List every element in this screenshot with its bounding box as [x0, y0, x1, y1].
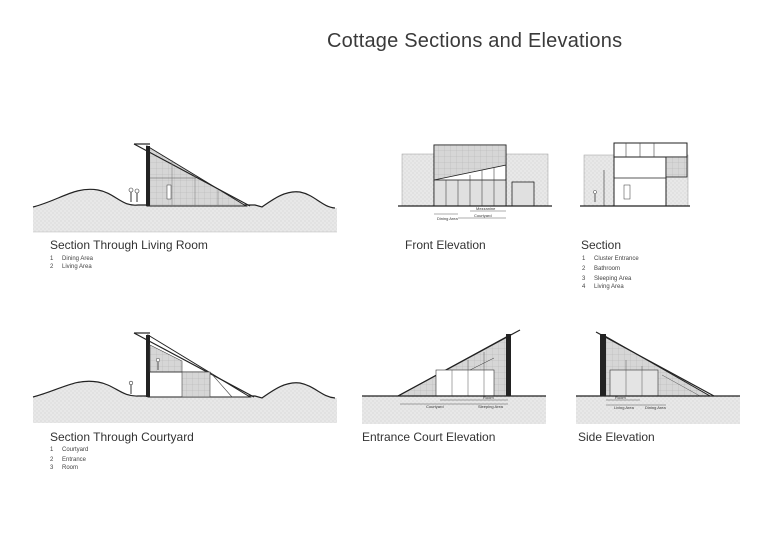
entrance-dim-sleeping: Sleeping Area [478, 404, 504, 409]
sheet-title: Cottage Sections and Elevations [327, 30, 623, 52]
living-room-section-title: Section Through Living Room [50, 238, 208, 252]
section-title: Section [581, 238, 622, 252]
side-dim-living: Living Area [614, 405, 635, 410]
side-elevation-drawing: Room Living Area Dining Area [576, 331, 740, 424]
front-elevation-drawing: Mezzanine Courtyard Dining Area [398, 144, 552, 221]
courtyard-section-title: Section Through Courtyard [50, 430, 194, 444]
entrance-court-elevation-title: Entrance Court Elevation [362, 430, 496, 444]
entrance-dim-courtyard: Courtyard [426, 404, 444, 409]
front-elevation-title: Front Elevation [405, 238, 486, 252]
front-dim-courtyard: Courtyard [474, 213, 492, 218]
entrance-dim-room: Room [483, 395, 494, 400]
cottage-section-drawing [580, 142, 690, 207]
side-dim-dining: Dining Area [645, 405, 666, 410]
courtyard-section-drawing [32, 332, 337, 423]
living-room-section-drawing [32, 143, 337, 233]
entrance-court-elevation-drawing: Room Courtyard Sleeping Area [362, 329, 546, 424]
front-dim-mezzanine: Mezzanine [476, 206, 496, 211]
side-elevation-title: Side Elevation [578, 430, 655, 444]
front-dim-dining: Dining Area [437, 216, 458, 221]
side-dim-room: Room [615, 395, 626, 400]
